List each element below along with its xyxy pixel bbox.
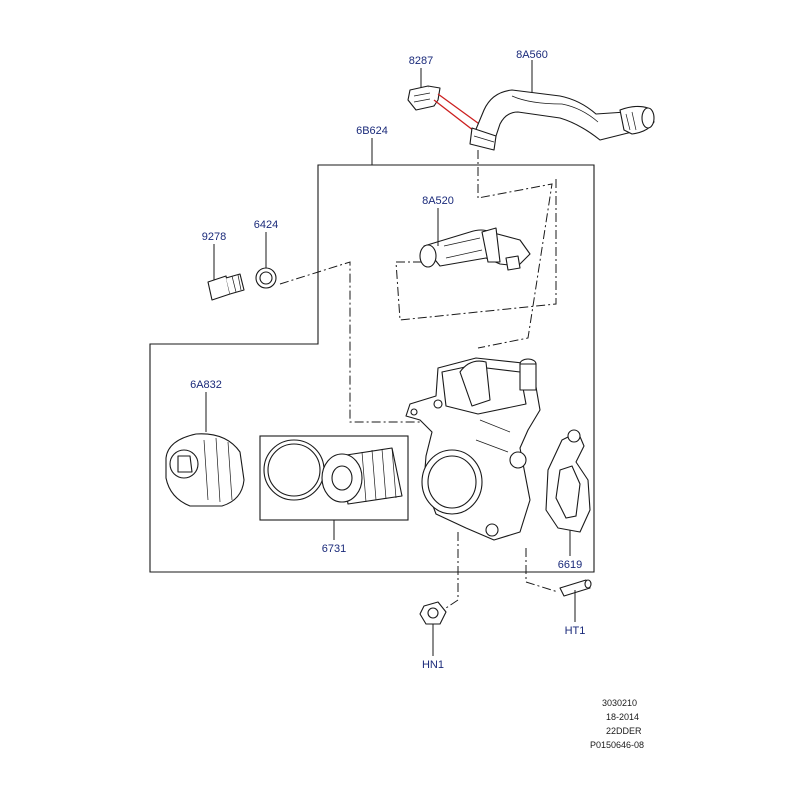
callout-HT1: HT1: [565, 625, 586, 637]
coolant-pipe-8A520: [419, 227, 531, 271]
filter-cap-6A832: [165, 433, 245, 507]
leader-lines: [205, 60, 576, 656]
nut-HN1: [419, 601, 447, 625]
callout-8A560: 8A560: [516, 49, 548, 61]
gasket-6619: [545, 429, 591, 533]
stamp-line-2: 18-2014: [606, 712, 639, 722]
upper-hose-8A560: [469, 89, 655, 151]
callout-HN1: HN1: [422, 659, 444, 671]
callout-6B624: 6B624: [356, 125, 388, 137]
callout-6A832: 6A832: [190, 379, 222, 391]
oring-6424: [255, 267, 277, 289]
assembly-dashed-lines: [279, 150, 559, 613]
stamp-line-3: 22DDER: [606, 726, 642, 736]
hose-clamp-8287: [407, 85, 441, 111]
callout-8A520: 8A520: [422, 195, 454, 207]
sensor-9278: [207, 273, 245, 301]
filter-kit-6731: [259, 435, 409, 521]
stamp-line-4: P0150646-08: [590, 740, 644, 750]
clamp-connection-lines: [433, 93, 483, 135]
callout-6424: 6424: [254, 219, 278, 231]
stamp-line-1: 3030210: [602, 698, 637, 708]
callout-6619: 6619: [558, 559, 582, 571]
callout-8287: 8287: [409, 55, 433, 67]
callout-labels: 8287 8A560 6B624 8A520 9278 6424 6A832 6…: [190, 49, 585, 671]
callout-6731: 6731: [322, 543, 346, 555]
stud-HT1: [559, 579, 592, 597]
assembly-boundary: [149, 164, 595, 573]
oil-filter-housing: [405, 357, 541, 541]
callout-9278: 9278: [202, 231, 226, 243]
drawing-reference-stamp: 3030210 18-2014 22DDER P0150646-08: [590, 698, 644, 750]
